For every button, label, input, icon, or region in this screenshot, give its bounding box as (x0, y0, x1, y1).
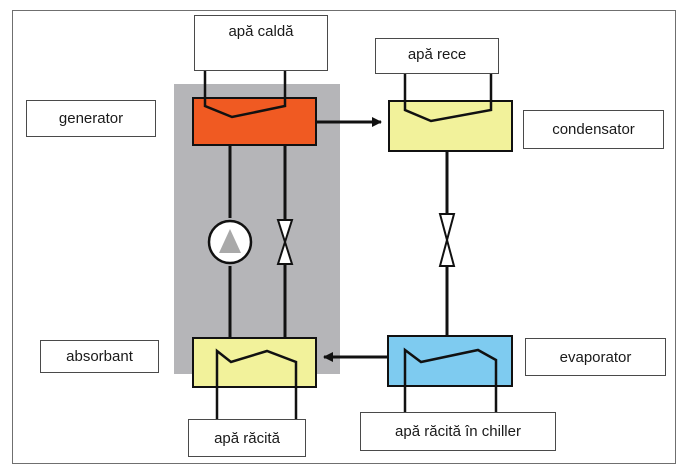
generator-label: generator (26, 100, 156, 137)
cold-water-coil (403, 64, 493, 123)
absorber-label: absorbant (40, 340, 159, 373)
generator-absorber-valve-top-icon (276, 219, 294, 246)
absorber-cooled-water-coil (215, 348, 298, 421)
condenser-evaporator-valve-top-icon (438, 213, 456, 244)
pump-triangle-icon (219, 229, 241, 253)
condenser-box (388, 100, 513, 152)
chilled-water-label: apă răcită în chiller (360, 412, 556, 451)
cooled-water-label: apă răcită (188, 419, 306, 457)
cold-water-label: apă rece (375, 38, 499, 74)
diagram-frame (12, 10, 676, 464)
generator-absorber-valve-bottom-icon (276, 238, 294, 265)
absorber-box (192, 337, 317, 388)
hot-water-label: apă caldă (194, 15, 328, 71)
generator-box (192, 97, 317, 146)
evaporator-box (387, 335, 513, 387)
condenser-evaporator-valve-bottom-icon (438, 236, 456, 267)
condenser-label: condensator (523, 110, 664, 149)
evaporator-label: evaporator (525, 338, 666, 376)
hot-water-coil (203, 58, 287, 119)
evaporator-chilled-water-coil (403, 347, 498, 421)
